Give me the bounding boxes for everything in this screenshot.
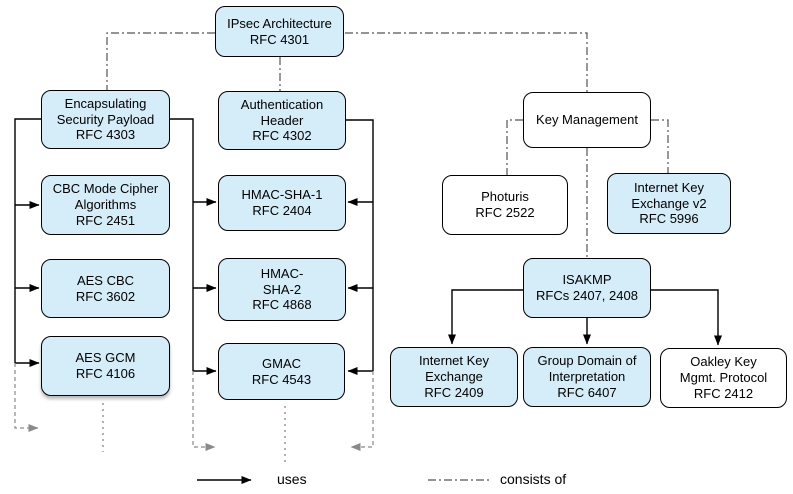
legend-consists-of-label: consists of [500,471,567,487]
node-authentication-header: Authentication Header RFC 4302 [218,91,346,150]
continuation-dotted-lines [102,403,286,466]
node-gmac: GMAC RFC 4543 [218,343,345,400]
node-ipsec-architecture: IPsec Architecture RFC 4301 [215,6,344,57]
node-ikev2: Internet Key Exchange v2 RFC 5996 [607,173,731,234]
node-cbc-mode-cipher: CBC Mode Cipher Algorithms RFC 2451 [41,175,170,235]
node-gdoi: Group Domain of Interpretation RFC 6407 [523,347,651,407]
continuation-dashed-lines [14,363,374,451]
node-aes-gcm: AES GCM RFC 4106 [41,336,170,396]
node-aes-cbc: AES CBC RFC 3602 [41,259,170,318]
node-hmac-sha1: HMAC-SHA-1 RFC 2404 [218,175,346,231]
node-hmac-sha2: HMAC- SHA-2 RFC 4868 [218,258,346,321]
node-oakley: Oakley Key Mgmt. Protocol RFC 2412 [660,348,787,408]
node-esp: Encapsulating Security Payload RFC 4303 [41,90,170,149]
uses-lines [14,118,722,484]
node-isakmp: ISAKMP RFCs 2407, 2408 [523,258,651,318]
node-key-management: Key Management [523,92,651,148]
consists-of-lines [106,32,669,481]
node-photuris: Photuris RFC 2522 [442,175,568,235]
legend-uses-label: uses [277,471,307,487]
node-internet-key-exchange: Internet Key Exchange RFC 2409 [390,347,518,407]
